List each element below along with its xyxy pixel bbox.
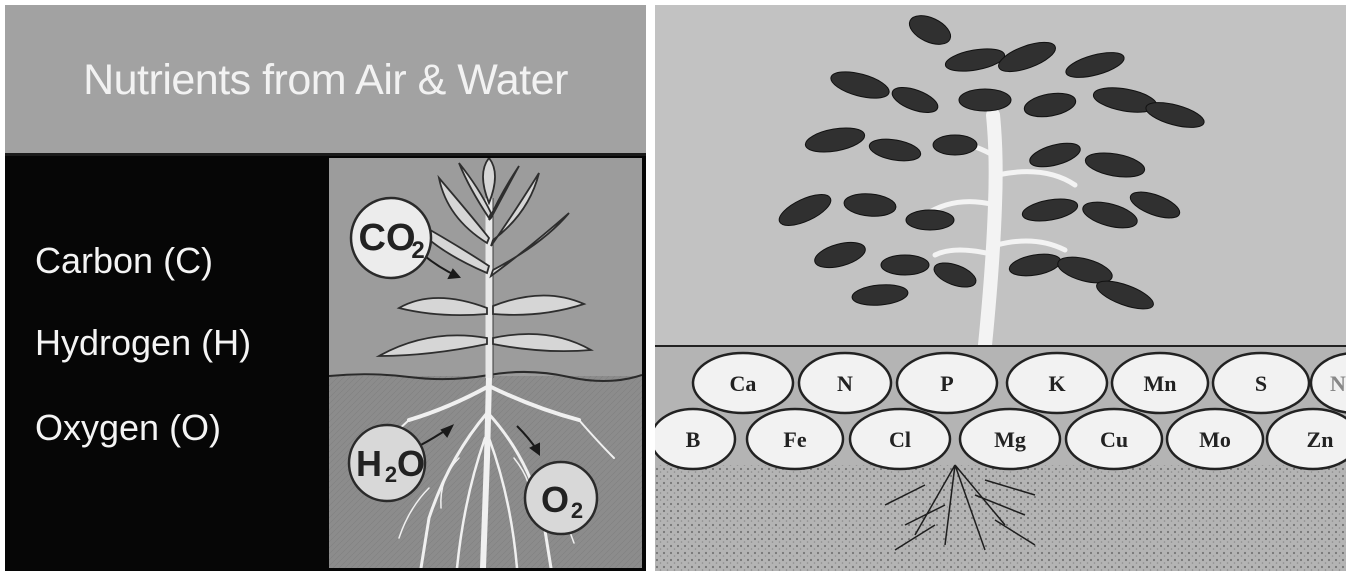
nutrient-cl: Cl	[889, 427, 911, 452]
co2-label: CO	[359, 217, 416, 259]
nutrient-bubble-p: P	[897, 353, 997, 413]
nutrient-bubble-zn: Zn	[1267, 409, 1346, 469]
o2-label: O	[541, 479, 569, 520]
nutrient-cu: Cu	[1100, 427, 1128, 452]
nutrient-hydrogen: Hydrogen (H)	[35, 322, 251, 364]
h2o-bubble: H 2 O	[349, 425, 425, 501]
nutrient-bubble-ca: Ca	[693, 353, 793, 413]
nutrient-bubble-mo: Mo	[1167, 409, 1263, 469]
nutrient-row-2: B Fe Cl Mg Cu Mo Zn	[655, 409, 1346, 469]
nutrient-n: N	[837, 371, 853, 396]
soil-nutrients-illustration: Ca N P K Mn S N B	[655, 5, 1346, 571]
nutrient-ca: Ca	[730, 371, 757, 396]
nutrient-zn: Zn	[1307, 427, 1334, 452]
nutrient-bubble-b: B	[655, 409, 735, 469]
h2o-label-h: H	[356, 443, 382, 484]
title-bar: Nutrients from Air & Water	[5, 5, 646, 156]
nutrient-mo: Mo	[1199, 427, 1231, 452]
nutrient-k: K	[1048, 371, 1065, 396]
nutrient-bubble-cu: Cu	[1066, 409, 1162, 469]
nutrient-bubble-k: K	[1007, 353, 1107, 413]
nutrient-bubble-fe: Fe	[747, 409, 843, 469]
h2o-subscript: 2	[385, 462, 397, 487]
nutrient-bubble-cl: Cl	[850, 409, 950, 469]
nutrient-bubble-n: N	[799, 353, 891, 413]
o2-subscript: 2	[571, 498, 583, 523]
nutrient-mg: Mg	[994, 427, 1026, 452]
co2-bubble: CO 2	[351, 198, 431, 278]
panel-title: Nutrients from Air & Water	[5, 5, 646, 156]
h2o-label-o: O	[397, 443, 425, 484]
nutrient-mn: Mn	[1144, 371, 1177, 396]
co2-subscript: 2	[411, 237, 424, 264]
nutrient-s: S	[1255, 371, 1267, 396]
nutrient-bubble-s: S	[1213, 353, 1309, 413]
nutrient-b: B	[686, 427, 701, 452]
nutrient-carbon: Carbon (C)	[35, 240, 213, 282]
nutrient-bubble-mn: Mn	[1112, 353, 1208, 413]
nutrient-bubble-mg: Mg	[960, 409, 1060, 469]
nutrient-partial: N	[1330, 371, 1346, 396]
nutrient-p: P	[940, 371, 953, 396]
nutrient-oxygen: Oxygen (O)	[35, 407, 221, 449]
nutrient-fe: Fe	[783, 427, 806, 452]
plant-gas-exchange-illustration: CO 2 H 2 O O 2	[329, 158, 642, 568]
soil-texture	[655, 465, 1346, 571]
o2-bubble: O 2	[525, 462, 597, 534]
